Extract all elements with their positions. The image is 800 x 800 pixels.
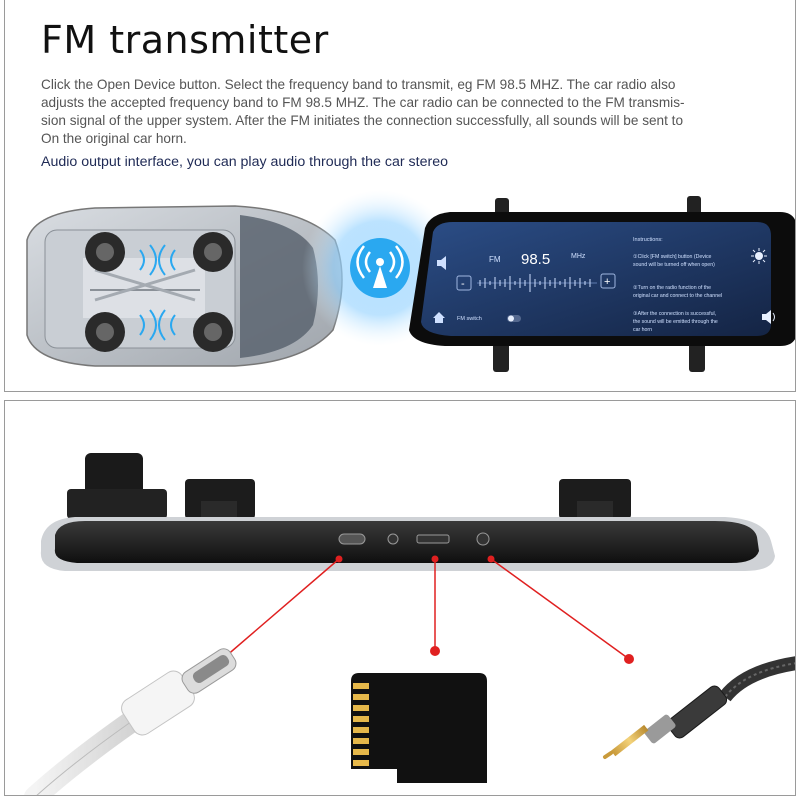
fm-switch-label: FM switch	[457, 316, 482, 322]
instructions-title: Instructions:	[633, 237, 663, 243]
speaker-icon	[85, 232, 233, 352]
instruction-line: original car and connect to the channel	[633, 293, 722, 299]
fm-label: FM	[489, 255, 501, 264]
brightness-icon[interactable]	[751, 248, 767, 264]
speaker-toggle-icon[interactable]	[437, 256, 446, 270]
instruction-line: car horn	[633, 327, 652, 333]
usb-c-port	[338, 533, 366, 545]
home-icon[interactable]	[433, 312, 445, 323]
volume-icon[interactable]	[762, 310, 775, 324]
microsd-card	[351, 673, 487, 783]
fm-broadcast-icon	[350, 238, 410, 298]
description: Click the Open Device button. Select the…	[41, 76, 771, 148]
frequency-plus-button[interactable]: +	[600, 273, 616, 289]
aux-audio-cable	[603, 656, 795, 759]
page-title: FM transmitter	[41, 18, 329, 62]
fm-switch-toggle[interactable]	[507, 315, 521, 322]
audio-caption: Audio output interface, you can play aud…	[41, 154, 448, 170]
fm-transmitter-panel: FM transmitter Click the Open Device but…	[4, 0, 796, 392]
instruction-line: the sound will be emitted through the	[633, 319, 718, 325]
aux-jack-port-small	[387, 533, 399, 545]
mirror-body	[40, 453, 776, 571]
instruction-line: ③After the connection is successful,	[633, 311, 716, 317]
frequency-display: 98.5	[521, 251, 550, 268]
mirror-ports-illustration	[24, 453, 795, 795]
frequency-unit: MHz	[571, 253, 586, 260]
car-illustration	[26, 205, 343, 367]
car-mirror-illustration: FM 98.5 MHz - + FM switch Instructions: …	[26, 190, 795, 372]
frequency-slider[interactable]	[477, 274, 597, 292]
instruction-line: sound will be turned off when open)	[633, 262, 715, 268]
instruction-line: ①Click [FM switch] button (Device	[633, 254, 712, 260]
instruction-line: ②Turn on the radio function of the	[633, 285, 711, 291]
svg-text:-: -	[461, 278, 465, 290]
svg-text:+: +	[604, 276, 610, 288]
audio-out-port	[476, 532, 490, 546]
description-line: adjusts the accepted frequency band to F…	[41, 95, 685, 110]
pointer-dots	[220, 555, 634, 664]
description-line: On the original car horn.	[41, 131, 187, 146]
description-line: Click the Open Device button. Select the…	[41, 77, 676, 92]
rearview-mirror	[409, 196, 795, 372]
usb-c-cable	[24, 648, 237, 795]
frequency-minus-button[interactable]: -	[456, 275, 472, 291]
pointer-lines	[224, 558, 630, 660]
microsd-slot	[416, 534, 450, 544]
ports-panel	[4, 400, 796, 796]
description-line: sion signal of the upper system. After t…	[41, 113, 683, 128]
mirror-screen: FM 98.5 MHz - + FM switch Instructions: …	[433, 237, 775, 333]
